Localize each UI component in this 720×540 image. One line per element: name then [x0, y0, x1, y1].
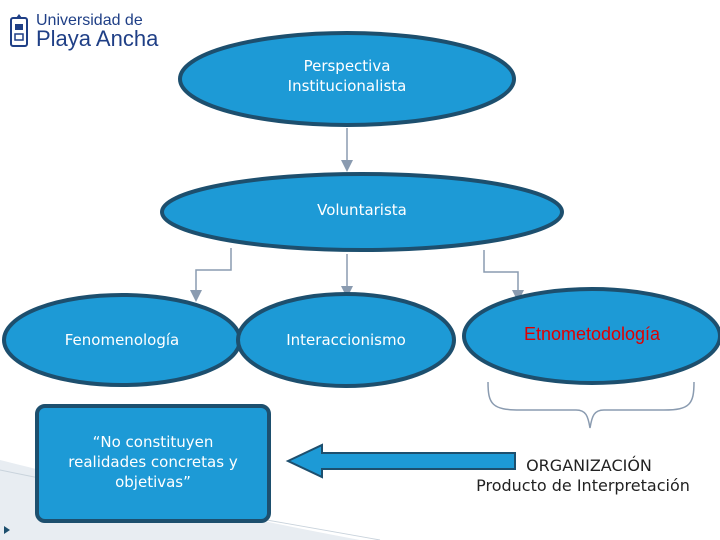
logo-line2: Playa Ancha — [36, 26, 159, 51]
label-organizacion: ORGANIZACIÓN — [526, 456, 652, 475]
ellipse-etnometodologia — [462, 287, 720, 385]
label-etnometodologia: Etnometodología — [523, 324, 661, 344]
connector-middle-right — [483, 250, 524, 302]
university-logo: Universidad de Playa Ancha — [10, 12, 160, 52]
quote-box — [35, 404, 271, 523]
connector-middle-left — [190, 248, 232, 302]
ellipse-interaccionismo — [236, 292, 456, 388]
quote-text: “No constituyen realidades concretas y o… — [68, 433, 238, 491]
label-perspectiva: Perspectiva Institucionalista — [287, 57, 407, 95]
label-producto: Producto de Interpretación — [476, 476, 690, 495]
left-arrow — [285, 443, 516, 479]
university-seal-icon — [10, 14, 28, 47]
logo-line1: Universidad de — [36, 12, 143, 29]
brace — [487, 381, 695, 429]
label-interaccionismo: Interaccionismo — [286, 331, 406, 349]
label-voluntarista: Voluntarista — [317, 201, 407, 219]
ellipse-perspectiva — [178, 31, 516, 127]
label-fenomenologia: Fenomenología — [64, 331, 180, 349]
chevron-icon — [4, 526, 10, 534]
ellipse-voluntarista — [160, 172, 564, 252]
